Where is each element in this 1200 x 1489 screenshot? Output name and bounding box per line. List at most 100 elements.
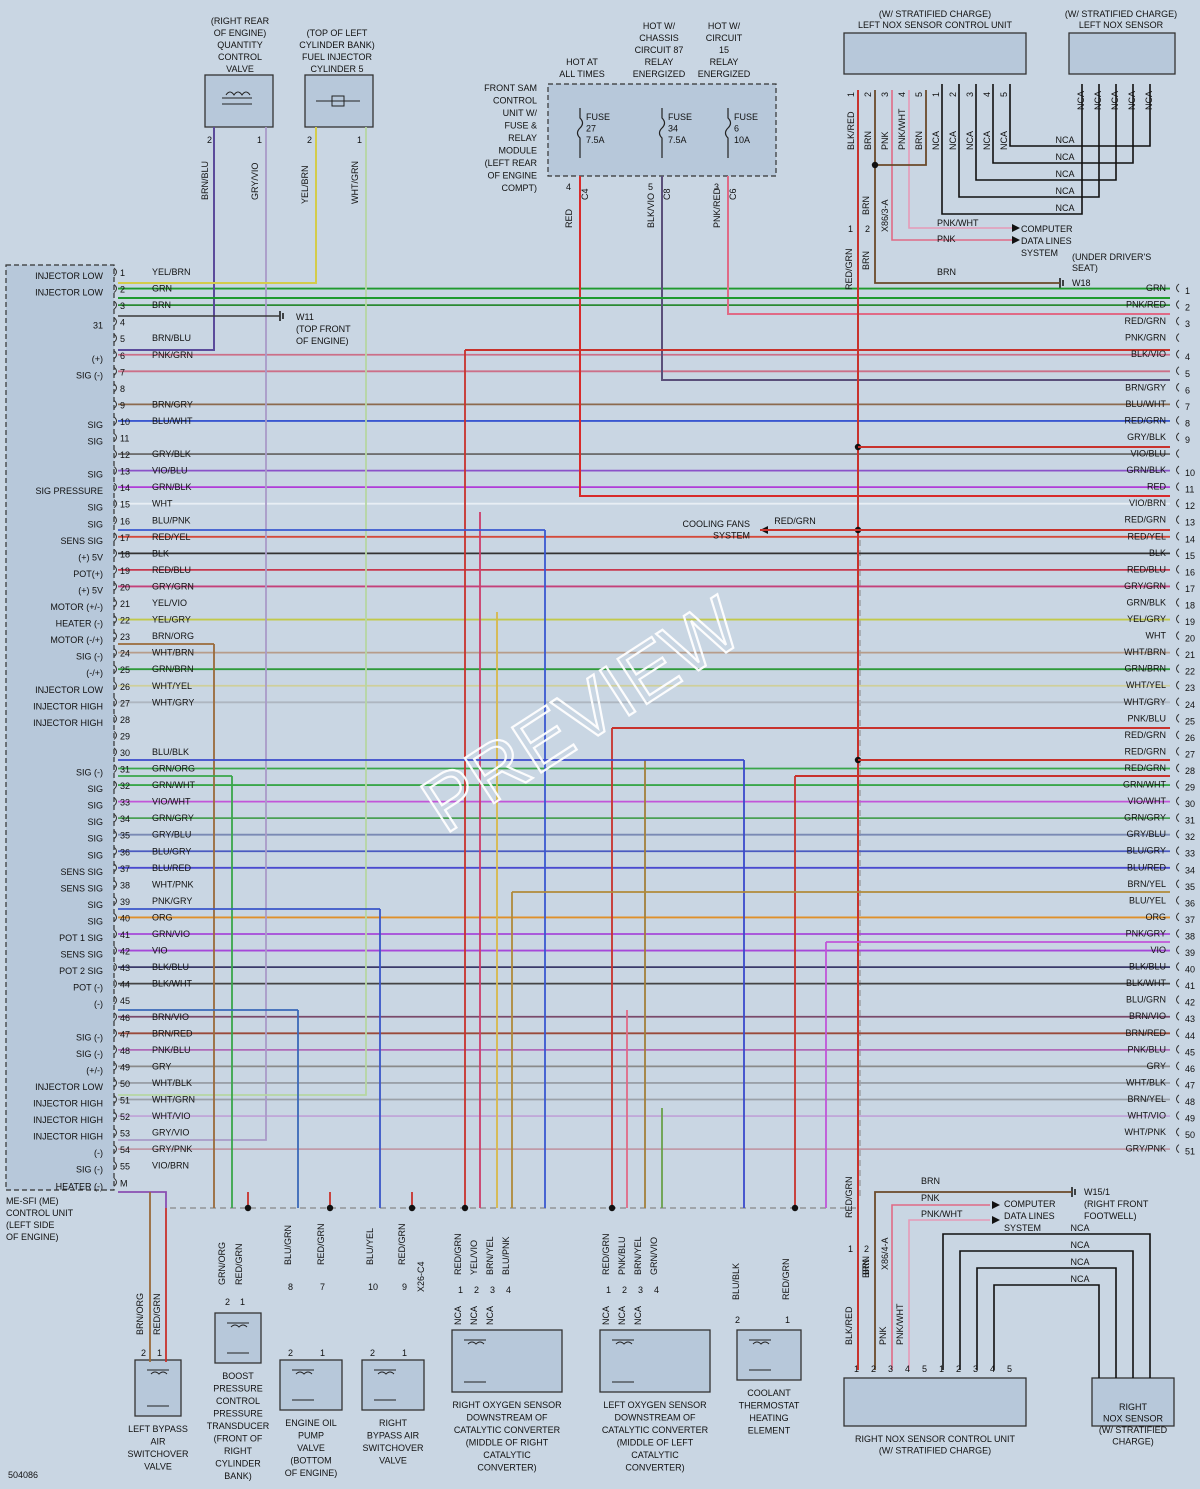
- ecm-pin-bracket: [113, 631, 117, 641]
- oil-pump-icon: [292, 1369, 314, 1401]
- right-pin-bracket: [1176, 548, 1180, 558]
- nca-wire: [992, 84, 1134, 164]
- ecm-wire-label: GRN/ORG: [152, 764, 195, 774]
- left-bypass-label: AIR: [150, 1437, 166, 1447]
- ecm-pin-bracket: [113, 995, 117, 1005]
- right-wire-label: RED/BLU: [1127, 564, 1166, 574]
- ecm-pin-number: 22: [120, 616, 130, 626]
- ecm-pin-bracket: [113, 962, 117, 972]
- right-pin-bracket: [1176, 697, 1180, 707]
- data-line-arrow-icon: [1012, 224, 1020, 244]
- splice-dot: [244, 1204, 252, 1212]
- right-wire-label: GRY/PNK: [1126, 1144, 1166, 1154]
- ecm-wire-label: BLU/GRY: [152, 846, 191, 856]
- wire-label: RED/GRN: [397, 1223, 407, 1265]
- right-nox-sensor-title: RIGHT: [1119, 1402, 1148, 1412]
- left-bypass-label: SWITCHOVER: [127, 1449, 189, 1459]
- right-pin-number: 5: [1185, 369, 1190, 379]
- ecm-pin-bracket: [113, 499, 117, 509]
- nox-wire-label: NCA: [931, 131, 941, 150]
- ecm-pin-bracket: [113, 300, 117, 310]
- ecm-wire-label: RED/BLU: [152, 565, 191, 575]
- nox-wire-label: BRN: [863, 131, 873, 150]
- pin-number: 2: [865, 224, 870, 234]
- right-pin-bracket: [1176, 813, 1180, 822]
- right-pin-bracket: [1176, 713, 1180, 723]
- ecm-wire-label: PNK/BLU: [152, 1045, 191, 1055]
- ecm-pin-bracket: [113, 400, 117, 409]
- right-pin-number: 49: [1185, 1114, 1195, 1124]
- wire-label: BRN: [861, 1256, 871, 1275]
- cooling-fans-label: SYSTEM: [713, 531, 750, 541]
- right-o2-label: CATALYTIC CONVERTER: [454, 1425, 561, 1435]
- left-nox-control-unit: [843, 32, 1027, 75]
- ecm-pin-function: INJECTOR HIGH: [33, 701, 103, 711]
- pin-number: 7: [320, 1282, 325, 1292]
- qcv-label: OF ENGINE): [214, 28, 267, 38]
- ecm-pin-function: (-): [94, 999, 103, 1009]
- ecm-pin-function: SENS SIG: [60, 883, 103, 893]
- nca-label: NCA: [1055, 169, 1074, 179]
- pin-number: 2: [207, 135, 212, 145]
- ecm-pin-number: 52: [120, 1112, 130, 1122]
- right-pin-number: 1: [1185, 286, 1190, 296]
- ecm-wire-label: VIO: [152, 946, 168, 956]
- right-pin-bracket: [1176, 399, 1180, 409]
- right-pin-number: 15: [1185, 551, 1195, 561]
- right-pin-number: 28: [1185, 766, 1195, 776]
- ecm-pin-number: 10: [120, 417, 130, 427]
- ecm-pin-number: 31: [120, 765, 130, 775]
- right-pin-bracket: [1176, 747, 1180, 756]
- right-pin-bracket: [1176, 680, 1180, 690]
- ecm-pin-function: (+/-): [86, 1065, 103, 1075]
- right-pin-bracket: [1176, 382, 1180, 392]
- nox-wire-label: NCA: [982, 131, 992, 150]
- ground-w18-icon: [1059, 278, 1064, 288]
- qcv-label: VALVE: [226, 64, 254, 74]
- right-wire-label: PNK/RED: [1126, 300, 1167, 310]
- ecm-pin-number: 17: [120, 533, 130, 543]
- nca-wire: [959, 1250, 1134, 1378]
- ecm-pin-bracket: [113, 664, 117, 674]
- right-wire-label: YEL/GRY: [1127, 614, 1166, 624]
- left-bypass-box: [134, 1359, 182, 1417]
- pin-number: 10: [368, 1282, 378, 1292]
- right-wire-label: BLU/YEL: [1129, 895, 1166, 905]
- ecm-pin-number: 35: [120, 831, 130, 841]
- right-pin-number: 35: [1185, 882, 1195, 892]
- ecm-pin-bracket: [113, 449, 117, 459]
- ecm-pin-number: 8: [120, 384, 125, 394]
- right-pin-number: 10: [1185, 468, 1195, 478]
- ecm-pin-bracket: [113, 913, 117, 922]
- ecm-connector-box: [5, 264, 115, 1191]
- nox-wire-label: NCA: [1110, 91, 1120, 110]
- wire-label: RED/GRN: [844, 248, 854, 290]
- ecm-wire-label: GRN: [152, 284, 172, 294]
- fuse-module-label: FUSE &: [504, 121, 537, 131]
- fuse-out-pin: 4: [566, 182, 571, 192]
- nca-label: NCA: [1070, 1257, 1089, 1267]
- nox-pin-number: 4: [897, 92, 907, 97]
- nca-label: NCA: [633, 1306, 643, 1325]
- ecm-pin-function: SIG (-): [76, 1049, 103, 1059]
- qcv-label: (RIGHT REAR: [211, 16, 270, 26]
- ecm-wire-label: GRN/GRY: [152, 813, 194, 823]
- left-o2-label: CATALYTIC: [631, 1450, 679, 1460]
- right-wire-label: BLK: [1149, 548, 1166, 558]
- diagram-id: 504086: [8, 1470, 38, 1480]
- boost-box: [214, 1312, 262, 1364]
- nox-wire-label: NCA: [1127, 91, 1137, 110]
- ecm-pin-bracket: [113, 846, 117, 856]
- right-nox-sensor-title: CHARGE): [1112, 1437, 1154, 1447]
- ecm-pin-bracket: [113, 1177, 117, 1187]
- oil-pump-label: VALVE: [297, 1443, 325, 1453]
- ecm-wire-label: WHT/GRY: [152, 697, 194, 707]
- ecm-pin-number: 34: [120, 814, 130, 824]
- right-pin-bracket: [1176, 366, 1180, 376]
- right-pin-number: 7: [1185, 402, 1190, 412]
- coolant-label: THERMOSTAT: [739, 1401, 800, 1411]
- fuse-out-wire: RED: [564, 208, 574, 228]
- right-wire-label: BRN/GRY: [1125, 382, 1166, 392]
- ecm-pin-number: 9: [120, 400, 125, 410]
